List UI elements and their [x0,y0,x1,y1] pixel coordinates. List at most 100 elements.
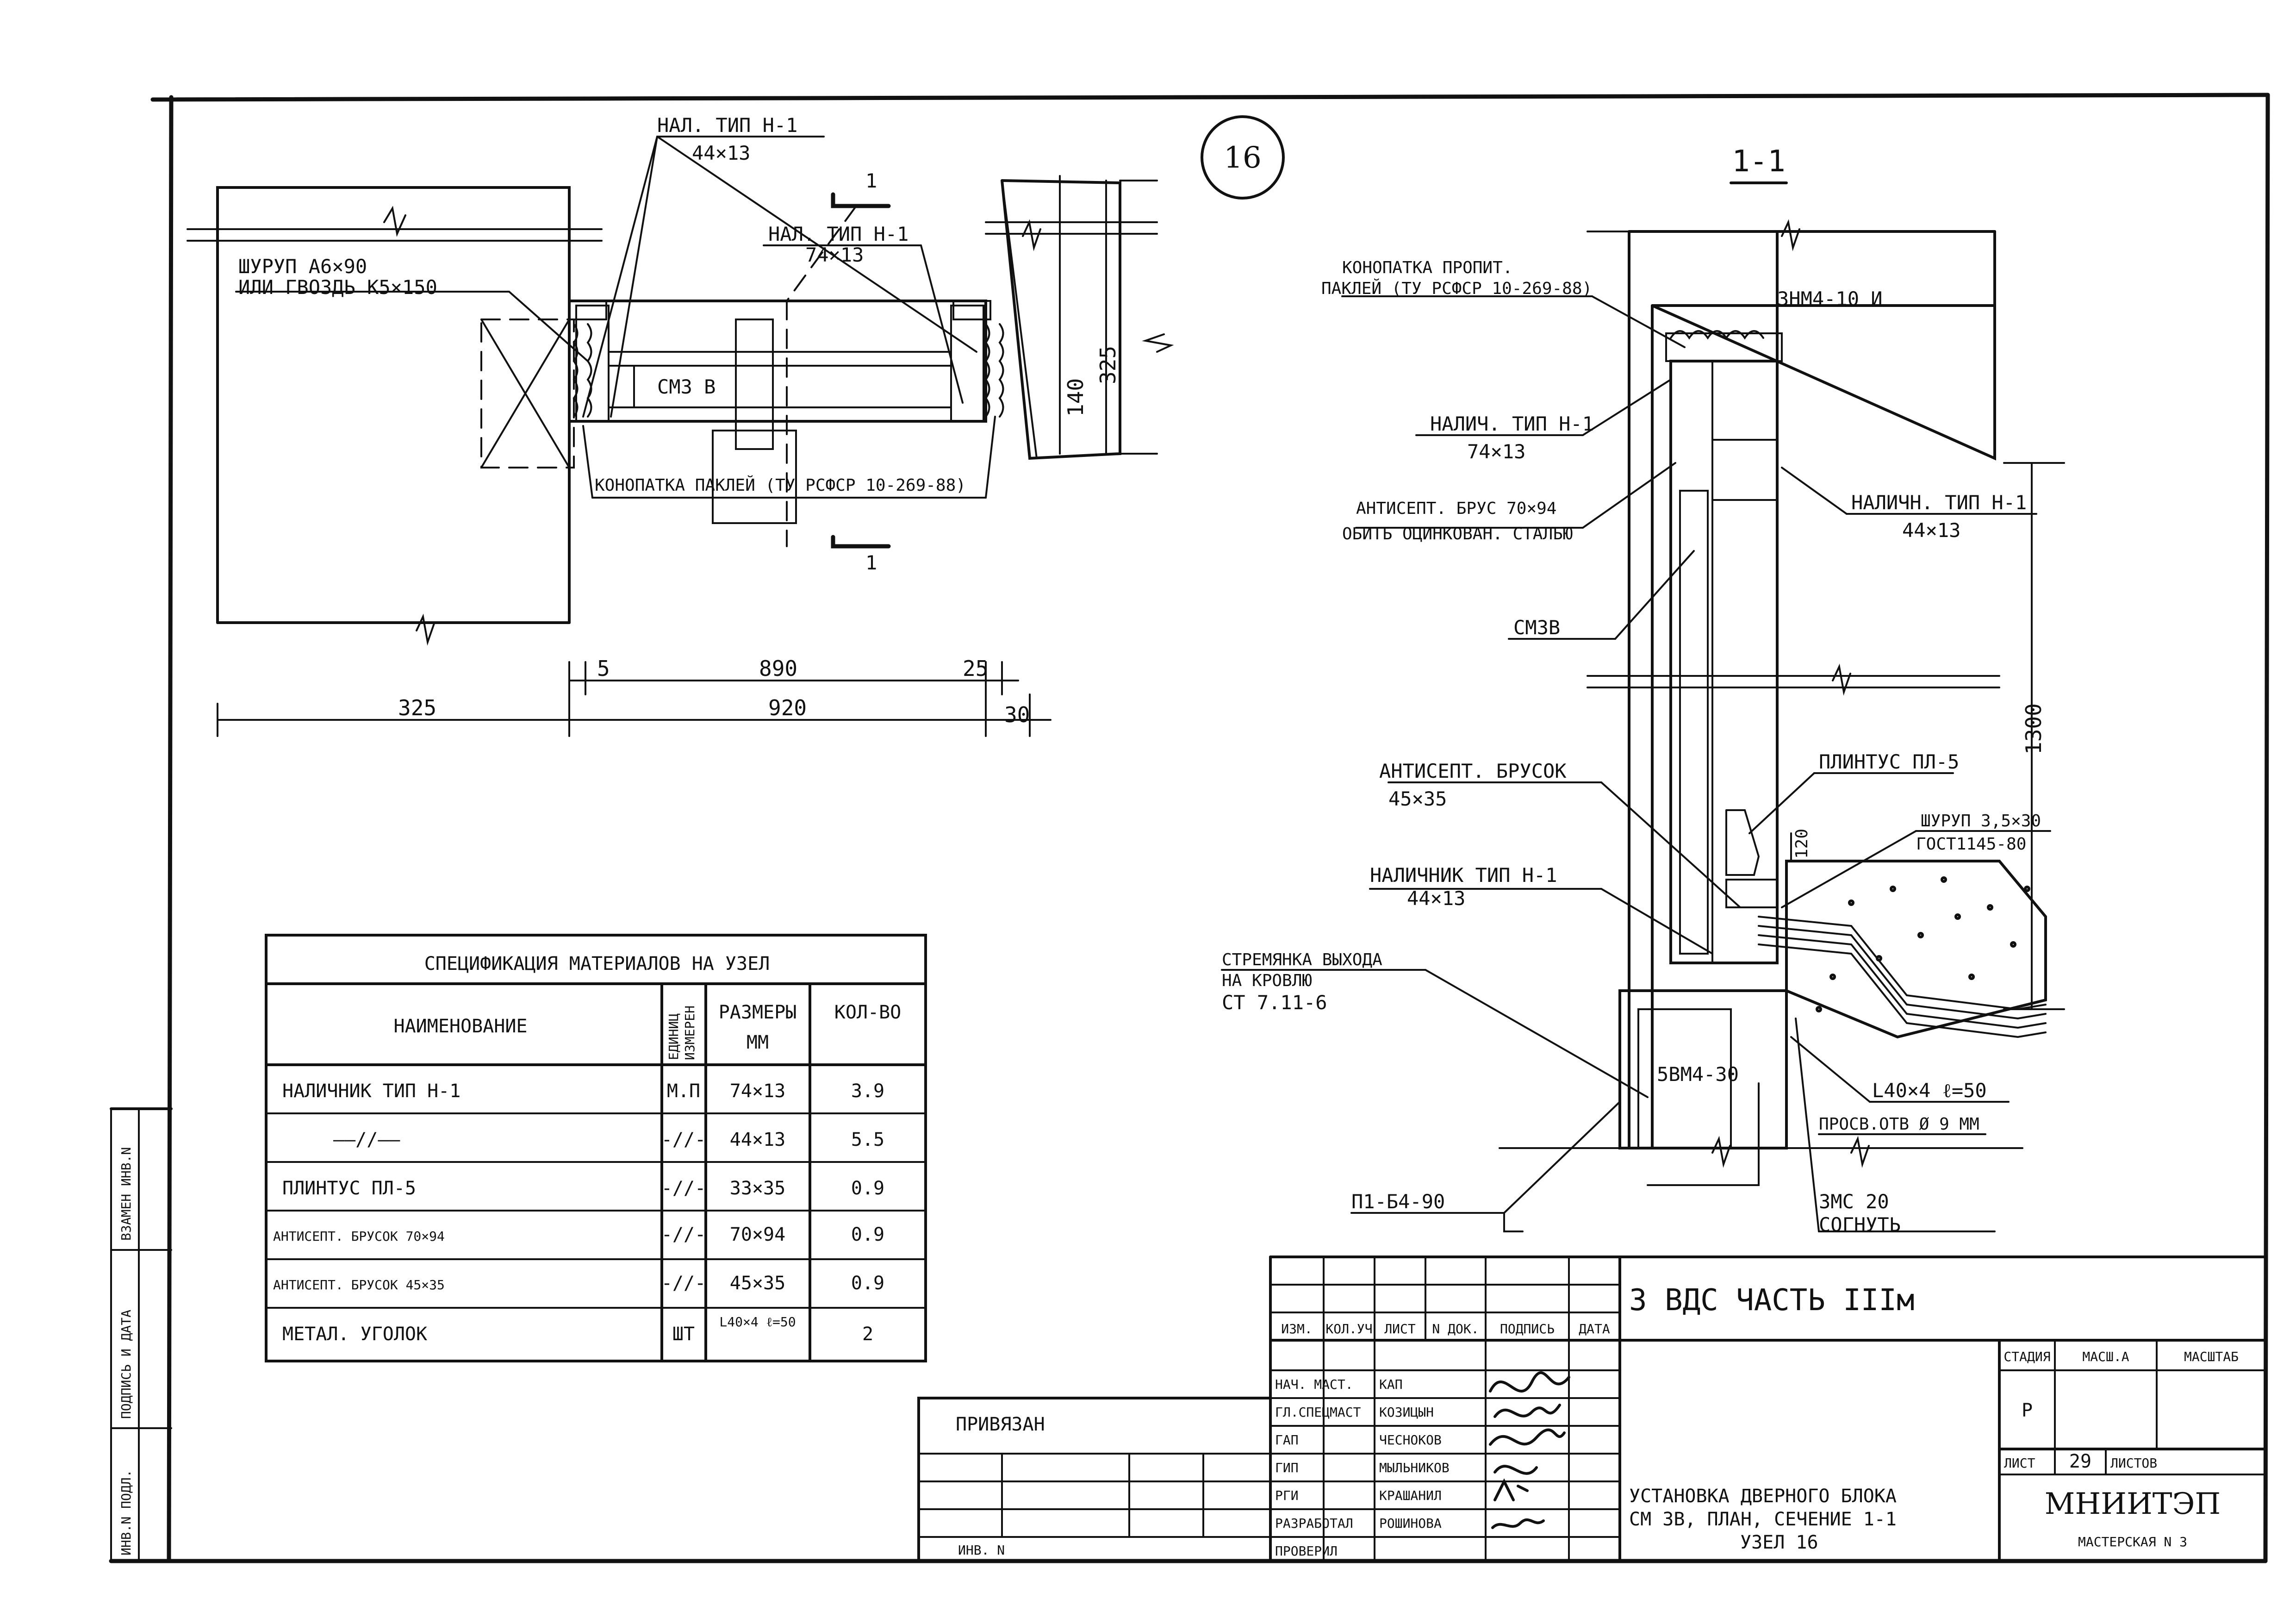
mass-header: МАСШТАБ [2184,1349,2239,1364]
spec-row-unit: -//- [661,1273,706,1294]
tb-person: КОЗИЦЫН [1379,1405,1434,1420]
plan-callout-nal-mid-size: 74×13 [805,244,864,266]
section-antiseptic-2: ОБИТЬ ОЦИНКОВАН. СТАЛЬЮ [1342,525,1573,543]
section-block: СМ3В [1513,616,1560,639]
section-nal-a-size: 74×13 [1467,440,1525,463]
spec-table: СПЕЦИФИКАЦИЯ МАТЕРИАЛОВ НА УЗЕЛ НАИМЕНОВ… [265,934,927,1362]
spec-row-qty: 0.9 [851,1273,884,1294]
plan-view: 1 1 325 5 890 25 920 30 140 325 НАЛ. ТИП [187,114,1174,737]
tb-role: ГИП [1275,1460,1299,1475]
section-nal-c: НАЛИЧНИК ТИП Н-1 [1370,864,1557,887]
section-ladder-1: СТРЕМЯНКА ВЫХОДА [1222,950,1382,969]
section-ladder-2: НА КРОВЛЮ [1222,971,1312,990]
tb-role: ГЛ.СПЕЦМАСТ [1275,1405,1361,1420]
tb-col-koluch: КОЛ.УЧ [1325,1321,1372,1337]
description-line-3: УЗЕЛ 16 [1740,1532,1818,1553]
spec-head-unit-1: ЕДИНИЦ [666,1013,681,1060]
plan-dim-30: 30 [1004,702,1030,727]
section-screw-2: ГОСТ1145-80 [1916,835,2026,854]
spec-row-qty: 5.5 [851,1129,884,1150]
inventory-label: ИНВ. N [958,1543,1005,1558]
section-nal-b-size: 44×13 [1902,519,1960,542]
tb-col-signature: ПОДПИСЬ [1500,1321,1555,1337]
section-nal-b: НАЛИЧН. ТИП Н-1 [1851,491,2027,514]
tb-role: РАЗРАБОТАЛ [1275,1516,1353,1531]
sheets-label: ЛИСТОВ [2110,1455,2157,1471]
stage-value: Р [2022,1400,2033,1421]
spec-row-size: 44×13 [730,1129,785,1150]
section-dim-1300: 1300 [2021,703,2046,755]
section-hole: ПРОСВ.ОТВ Ø 9 ММ [1819,1115,1979,1134]
spec-row-size: 70×94 [730,1224,785,1245]
spec-row-unit: -//- [661,1224,706,1245]
section-dim-120: 120 [1792,829,1811,859]
tb-col-ndok: N ДОК. [1432,1321,1479,1337]
node-number-badge: 16 [1201,115,1285,200]
section-ladder-3: СТ 7.11-6 [1222,991,1327,1014]
privyazan-label: ПРИВЯЗАН [956,1414,1045,1435]
plan-dim-25: 25 [963,656,988,681]
spec-row-qty: 2 [862,1324,873,1345]
spec-row-unit: М.П [667,1081,700,1102]
spec-row-name: АНТИСЕПТ. БРУСОК 45×35 [273,1277,445,1293]
spec-row-size: L40×4 ℓ=50 [719,1314,796,1330]
sheet-number: 29 [2069,1451,2091,1472]
tb-col-izm: ИЗМ. [1281,1321,1312,1337]
section-plate-1: 3МС 20 [1819,1190,1889,1213]
spec-row-unit: ШТ [672,1324,695,1345]
section-1-1: 1-1 [1221,144,2065,1236]
plan-block-label: СМ3 В [657,375,716,398]
plan-dim-140: 140 [1063,378,1088,417]
section-title: 1-1 [1732,144,1786,179]
plan-callout-nal-top: НАЛ. ТИП Н-1 [657,114,797,137]
signature-marks [1489,1371,1570,1529]
tb-person: РОШИНОВА [1379,1516,1442,1531]
tb-person: ЧЕСНОКОВ [1379,1432,1442,1448]
spec-row-unit: -//- [661,1178,706,1199]
section-bar: АНТИСЕПТ. БРУСОК [1379,760,1567,782]
node-number: 16 [1224,141,1261,175]
section-screw-1: ШУРУП 3,5×30 [1921,812,2041,831]
plan-callout-screw-1: ШУРУП А6×90 [238,255,367,278]
document-code: 3 ВДС ЧАСТЬ ІІІм [1629,1283,1915,1318]
section-angle: L40×4 ℓ=50 [1872,1079,1987,1102]
plan-callout-caulk: КОНОПАТКА ПАКЛЕЙ (ТУ РСФСР 10-269-88) [595,475,966,495]
plan-dim-325: 325 [398,695,436,720]
spec-head-qty: КОЛ-ВО [834,1002,902,1023]
left-strip-labels: ВЗАМЕН ИНВ.N ПОДПИСЬ И ДАТА ИНВ.N ПОДЛ. [118,1147,134,1555]
strip-sign-date: ПОДПИСЬ И ДАТА [118,1310,134,1419]
spec-row-name: ——//—— [333,1129,400,1150]
tb-role: НАЧ. МАСТ. [1275,1377,1353,1392]
section-nal-a: НАЛИЧ. ТИП Н-1 [1430,412,1594,435]
strip-replace-inv: ВЗАМЕН ИНВ.N [118,1147,134,1241]
spec-row-name: АНТИСЕПТ. БРУСОК 70×94 [273,1229,445,1244]
spec-head-name: НАИМЕНОВАНИЕ [394,1016,528,1037]
plan-dim-920: 920 [768,695,807,720]
tb-person: МЫЛЬНИКОВ [1379,1460,1450,1475]
section-bar-size: 45×35 [1388,787,1447,810]
section-lintel: 3НМ4-10 И [1777,287,1883,310]
spec-row-unit: -//- [661,1129,706,1150]
spec-row-name: НАЛИЧНИК ТИП Н-1 [282,1081,460,1102]
section-beam: 5ВМ4-30 [1657,1063,1739,1086]
tb-person: КАП [1379,1377,1403,1392]
title-block: ПРИВЯЗАН ИНВ. N ИЗМ. КОЛ.УЧ ЛИСТ N ДОК. … [917,1255,2267,1562]
tb-role: ПРОВЕРИЛ [1275,1543,1338,1559]
scale-header: МАСШ.А [2082,1349,2129,1364]
tb-col-date: ДАТА [1579,1321,1610,1337]
stage-header: СТАДИЯ [2004,1349,2050,1364]
spec-row-qty: 3.9 [851,1081,884,1102]
plan-section-mark-top: 1 [865,169,877,192]
sheet-label: ЛИСТ [2004,1455,2035,1471]
plan-section-mark-bottom: 1 [865,551,877,574]
spec-title: СПЕЦИФИКАЦИЯ МАТЕРИАЛОВ НА УЗЕЛ [424,953,770,974]
section-nal-c-size: 44×13 [1407,887,1465,910]
section-caulk-2: ПАКЛЕЙ (ТУ РСФСР 10-269-88) [1321,279,1592,298]
section-wall-mark: П1-Б4-90 [1351,1190,1445,1213]
plan-dim-890: 890 [759,656,797,681]
plan-dim-5: 5 [597,656,610,681]
spec-row-qty: 0.9 [851,1224,884,1245]
section-antiseptic-1: АНТИСЕПТ. БРУС 70×94 [1356,499,1556,518]
